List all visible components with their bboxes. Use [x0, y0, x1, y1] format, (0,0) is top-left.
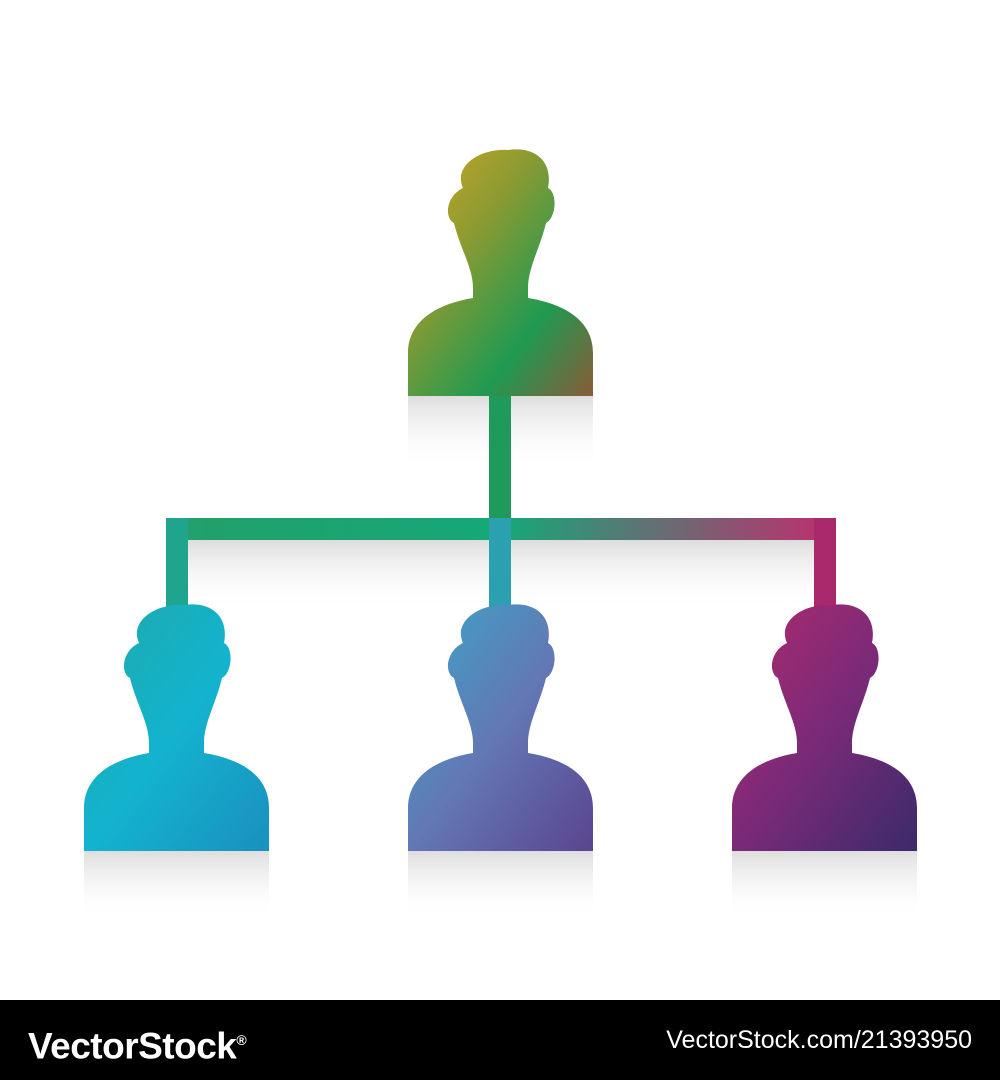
connector-lines: [166, 396, 836, 613]
top-person-icon: [408, 149, 593, 396]
org-chart-illustration: [84, 149, 917, 920]
left-person-icon: [84, 604, 269, 851]
image-id-text: VectorStock.com/21393950: [666, 1026, 972, 1054]
right-person-icon: [732, 604, 917, 851]
middle-person-icon: [408, 604, 593, 851]
registered-mark: ®: [236, 1032, 247, 1048]
watermark-footer: VectorStock® VectorStock.com/21393950: [0, 1000, 1000, 1080]
brand-name: VectorStock: [28, 1025, 237, 1067]
brand-logo: VectorStock®: [28, 1018, 247, 1068]
